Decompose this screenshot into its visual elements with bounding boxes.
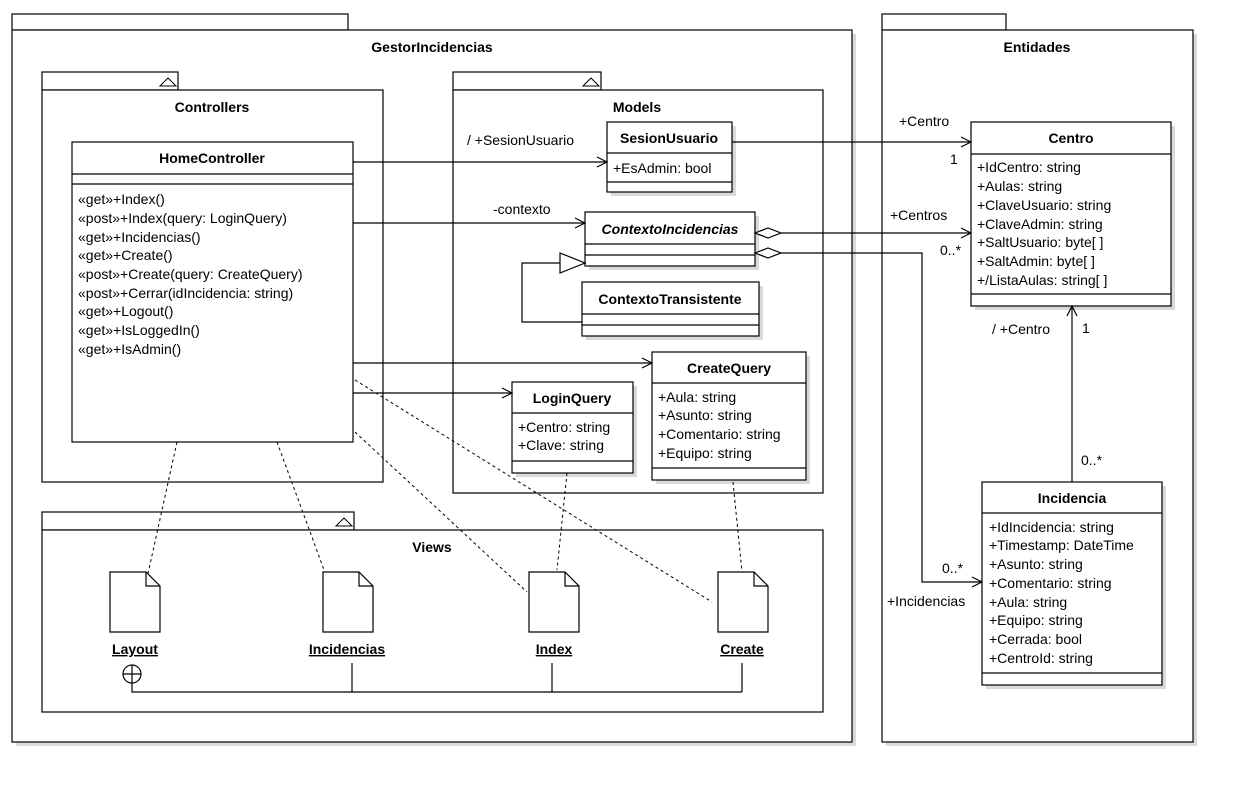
view-label: Incidencias [309, 641, 385, 657]
attribute: +Asunto: string [989, 556, 1083, 572]
package-controllers-title: Controllers [175, 99, 250, 115]
document-icon [717, 571, 769, 633]
package-gestor-title: GestorIncidencias [371, 39, 493, 55]
attribute: +/ListaAulas: string[ ] [977, 272, 1107, 288]
package-triangle-icon [581, 77, 601, 87]
view-layout[interactable]: Layout [109, 571, 161, 657]
role-centros: +Centros [890, 207, 947, 223]
attribute: +Timestamp: DateTime [989, 537, 1134, 553]
nesting-connector [122, 663, 743, 693]
attribute: +Equipo: string [989, 612, 1083, 628]
package-triangle-icon [158, 77, 178, 87]
method: «get»+IsLoggedIn() [78, 322, 200, 338]
attribute: +Asunto: string [658, 407, 752, 423]
dependency [556, 472, 568, 571]
package-triangle-icon [334, 517, 354, 527]
method: «post»+Index(query: LoginQuery) [78, 210, 287, 226]
method: «get»+Create() [78, 247, 173, 263]
assoc-contexto-incidencia [781, 252, 982, 582]
view-incidencias[interactable]: Incidencias [309, 571, 385, 657]
package-views-title: Views [412, 539, 452, 555]
mult-incidencias: 0..* [942, 560, 964, 576]
view-index[interactable]: Index [528, 571, 580, 657]
method: «get»+IsAdmin() [78, 341, 181, 357]
attribute: +Aula: string [658, 389, 736, 405]
package-views: Views [41, 511, 824, 713]
role-centro: +Centro [899, 113, 949, 129]
document-icon [322, 571, 374, 633]
attribute: +CentroId: string [989, 650, 1093, 666]
class-name: SesionUsuario [620, 130, 718, 146]
attribute: +EsAdmin: bool [613, 160, 711, 176]
role-inc-centro: / +Centro [992, 321, 1050, 337]
mult-inc-centro: 1 [1082, 320, 1090, 336]
attribute: +ClaveAdmin: string [977, 216, 1103, 232]
attribute: +Aulas: string [977, 178, 1062, 194]
class-contexto-incidencias[interactable]: ContextoIncidencias [584, 211, 759, 270]
method: «get»+Logout() [78, 303, 173, 319]
method: «get»+Index() [78, 191, 165, 207]
dependency [276, 441, 328, 579]
method: «get»+Incidencias() [78, 229, 201, 245]
attribute: +Comentario: string [989, 575, 1112, 591]
role-contexto: -contexto [493, 201, 551, 217]
generalization-line [521, 262, 582, 323]
document-icon [528, 571, 580, 633]
class-name: ContextoTransistente [598, 291, 741, 307]
generalization-triangle [559, 252, 587, 274]
class-login-query[interactable]: LoginQuery +Centro: string +Clave: strin… [511, 381, 637, 477]
package-entidades-title: Entidades [1004, 39, 1071, 55]
attribute: +SaltUsuario: byte[ ] [977, 234, 1103, 250]
dependency [146, 441, 178, 579]
mult-centros: 0..* [940, 242, 962, 258]
mult-inc: 0..* [1081, 452, 1103, 468]
class-incidencia[interactable]: Incidencia +IdIncidencia: string +Timest… [981, 481, 1166, 689]
class-name: Incidencia [1038, 490, 1107, 506]
attribute: +IdCentro: string [977, 159, 1081, 175]
class-name: Centro [1048, 130, 1093, 146]
class-sesion-usuario[interactable]: SesionUsuario +EsAdmin: bool [606, 121, 736, 196]
attribute: +SaltAdmin: byte[ ] [977, 253, 1095, 269]
dependency [354, 379, 713, 603]
view-label: Create [720, 641, 764, 657]
attribute: +Aula: string [989, 594, 1067, 610]
attribute: +Equipo: string [658, 445, 752, 461]
class-create-query[interactable]: CreateQuery +Aula: string +Asunto: strin… [651, 351, 810, 484]
view-create[interactable]: Create [717, 571, 769, 657]
class-name: CreateQuery [687, 360, 771, 376]
method: «post»+Cerrar(idIncidencia: string) [78, 285, 293, 301]
class-home-controller[interactable]: HomeController «get»+Index() «post»+Inde… [71, 141, 354, 443]
class-name: ContextoIncidencias [602, 221, 739, 237]
attribute: +Clave: string [518, 437, 604, 453]
attribute: +Centro: string [518, 419, 610, 435]
view-label: Layout [112, 641, 158, 657]
class-centro[interactable]: Centro +IdCentro: string +Aulas: string … [970, 121, 1175, 310]
attribute: +Comentario: string [658, 426, 781, 442]
attribute: +Cerrada: bool [989, 631, 1082, 647]
attribute: +ClaveUsuario: string [977, 197, 1111, 213]
mult-centro: 1 [950, 151, 958, 167]
view-label: Index [536, 641, 573, 657]
package-models-title: Models [613, 99, 661, 115]
document-icon [109, 571, 161, 633]
role-sesion-usuario: / +SesionUsuario [467, 132, 574, 148]
class-name: HomeController [159, 150, 265, 166]
role-incidencias: +Incidencias [887, 593, 965, 609]
class-name: LoginQuery [533, 390, 612, 406]
class-contexto-transistente[interactable]: ContextoTransistente [581, 281, 763, 340]
method: «post»+Create(query: CreateQuery) [78, 266, 303, 282]
attribute: +IdIncidencia: string [989, 519, 1114, 535]
